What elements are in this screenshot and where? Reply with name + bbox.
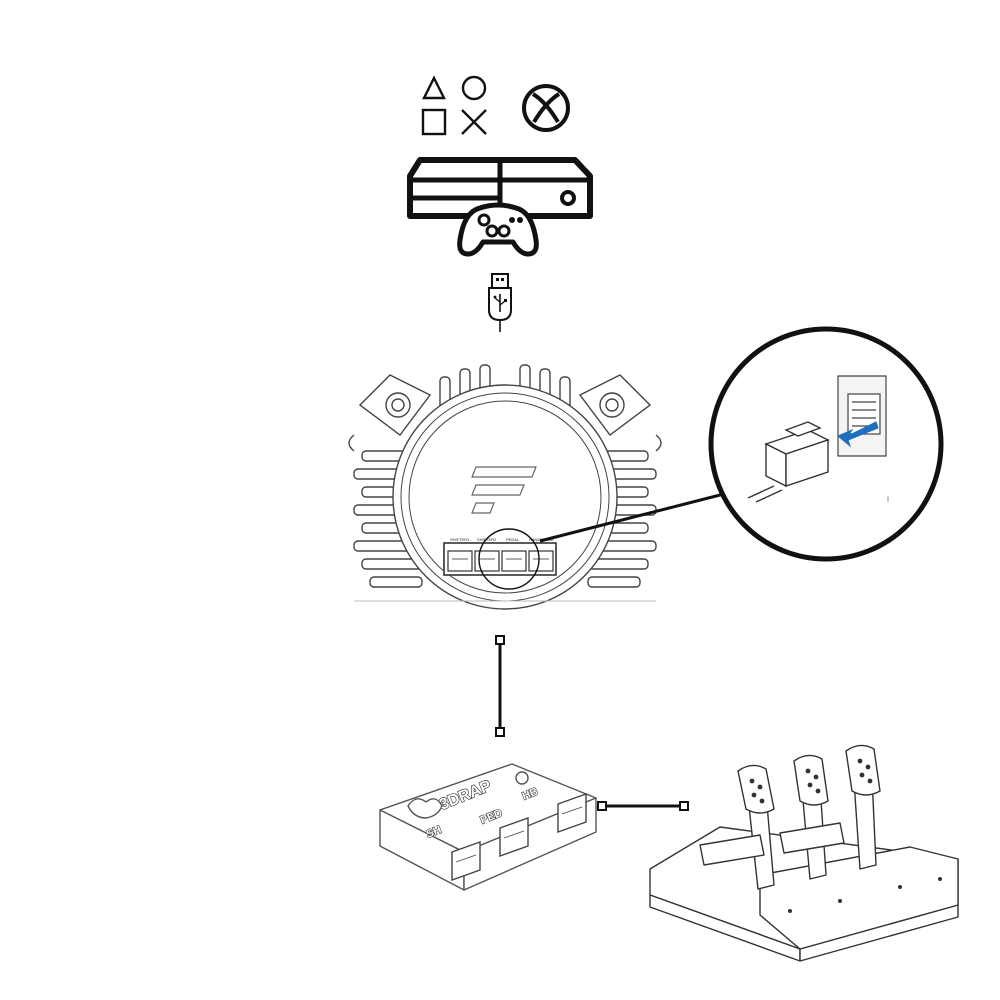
xbox-logo-icon — [522, 84, 570, 132]
cable-adapter-to-pedals — [597, 801, 689, 811]
pedal-set — [649, 744, 959, 962]
wheelbase-port-panel: SHIFTER1 SHIFTER2 PEDAL HANDBRAKE — [443, 528, 557, 590]
insert-arrow-icon — [837, 421, 879, 448]
port-label-shifter1: SHIFTER1 — [450, 537, 470, 542]
playstation-symbols-icon — [421, 75, 487, 136]
cable-wheelbase-to-adapter — [495, 635, 505, 737]
usb-plug-icon — [488, 273, 512, 332]
adapter-box: 3DRAP SH PED HB — [379, 763, 597, 891]
gamepad-icon — [457, 202, 539, 257]
port-label-pedal: PEDAL — [506, 537, 520, 542]
xbox-one-console-icon — [407, 157, 593, 257]
connector-zoom-callout — [708, 326, 944, 562]
wheel-base: SHIFTER1 SHIFTER2 PEDAL HANDBRAKE — [348, 364, 662, 610]
